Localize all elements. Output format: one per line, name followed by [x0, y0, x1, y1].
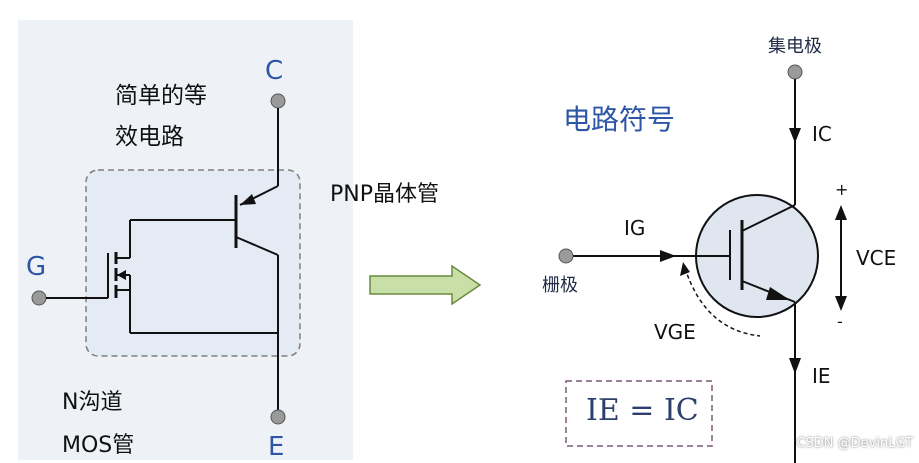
ic-arrow: [789, 128, 801, 143]
circuit-symbol-title: 电路符号: [563, 103, 676, 136]
collector-label: 集电极: [768, 36, 822, 57]
igbt-emitter-arrow: [766, 287, 790, 300]
nmos-label-line2: MOS管: [62, 433, 135, 458]
vce-plus-sign: +: [835, 180, 849, 199]
equiv-circuit-label-line1: 简单的等: [115, 83, 207, 109]
pnp-collector-line: [235, 236, 279, 256]
igbt-collector-line: [741, 204, 796, 232]
equiv-circuit-label-line2: 效电路: [115, 124, 184, 150]
terminal-g-label: G: [26, 252, 47, 282]
ig-arrow: [660, 250, 676, 262]
gate-terminal-dot: [558, 248, 574, 264]
vce-arrow-bottom: [835, 296, 847, 311]
terminal-e-dot: [270, 409, 286, 425]
pnp-emitter-arrow: [240, 194, 256, 205]
vce-arrow-top: [835, 205, 847, 220]
equivalent-circuit-box: [85, 169, 301, 357]
terminal-c-dot: [270, 93, 286, 109]
terminal-e-label: E: [268, 432, 285, 462]
mos-body-arrow: [117, 270, 126, 280]
gate-label: 栅极: [542, 275, 578, 296]
terminal-c-label: C: [265, 56, 284, 86]
vge-label: VGE: [654, 320, 696, 344]
transition-arrow: [369, 264, 482, 306]
formula-box: [565, 380, 713, 447]
vge-arrow-head: [680, 262, 690, 276]
ig-label: IG: [624, 216, 646, 240]
ie-label: IE: [812, 364, 831, 388]
pnp-transistor-label: PNP晶体管: [330, 182, 439, 207]
collector-terminal-dot: [787, 64, 803, 80]
terminal-g-dot: [31, 290, 47, 306]
vce-minus-sign: -: [837, 312, 843, 331]
vce-label: VCE: [856, 246, 897, 270]
nmos-label-line1: N沟道: [62, 390, 123, 415]
formula-text: IE = IC: [586, 393, 699, 428]
ic-label: IC: [812, 122, 832, 146]
ie-arrow: [789, 358, 801, 374]
watermark: CSDN @DevinLGT: [796, 436, 913, 451]
vge-curve: [684, 267, 761, 337]
